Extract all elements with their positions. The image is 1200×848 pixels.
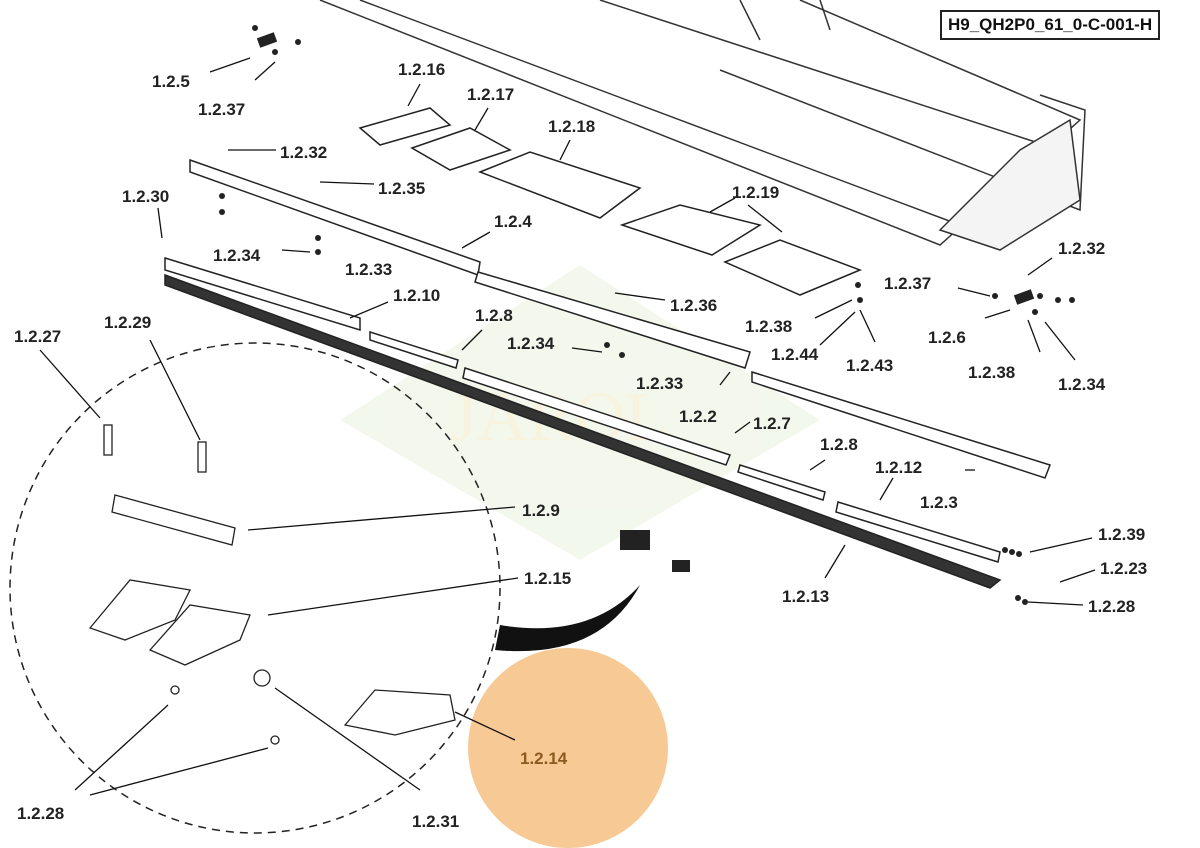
callout-1-2-7[interactable]: 1.2.7: [753, 414, 791, 433]
header-frame: [319, 0, 1086, 251]
callout-1-2-29[interactable]: 1.2.29: [104, 313, 152, 332]
callout-1-2-6[interactable]: 1.2.6: [928, 328, 966, 347]
callout-1-2-15[interactable]: 1.2.15: [524, 569, 572, 588]
detail-arrow: [495, 585, 640, 652]
drawing-code: H9_QH2P0_61_0-C-001-H: [940, 10, 1161, 40]
callout-1-2-34[interactable]: 1.2.34: [213, 246, 261, 265]
detail-parts: [88, 424, 456, 745]
callout-1-2-2[interactable]: 1.2.2: [679, 407, 717, 426]
callout-1-2-28[interactable]: 1.2.28: [17, 804, 65, 823]
panels: [358, 107, 863, 296]
leader-lines: [39, 57, 1096, 796]
callout-1-2-14-highlighted[interactable]: 1.2.14: [520, 749, 568, 768]
callout-1-2-13[interactable]: 1.2.13: [782, 587, 830, 606]
callout-1-2-39[interactable]: 1.2.39: [1098, 525, 1146, 544]
callout-1-2-33[interactable]: 1.2.33: [345, 260, 393, 279]
callout-1-2-34[interactable]: 1.2.34: [1058, 375, 1106, 394]
knife: [164, 256, 1002, 589]
callout-1-2-3[interactable]: 1.2.3: [920, 493, 958, 512]
callout-1-2-33[interactable]: 1.2.33: [636, 374, 684, 393]
callout-1-2-30[interactable]: 1.2.30: [122, 187, 170, 206]
callout-1-2-43[interactable]: 1.2.43: [846, 356, 894, 375]
callout-1-2-12[interactable]: 1.2.12: [875, 458, 923, 477]
callout-1-2-31[interactable]: 1.2.31: [412, 812, 460, 831]
callout-1-2-5[interactable]: 1.2.5: [152, 72, 190, 91]
callout-1-2-37[interactable]: 1.2.37: [198, 100, 246, 119]
callout-1-2-28[interactable]: 1.2.28: [1088, 597, 1136, 616]
callout-1-2-32[interactable]: 1.2.32: [1058, 239, 1106, 258]
callout-1-2-9[interactable]: 1.2.9: [522, 501, 560, 520]
callout-1-2-17[interactable]: 1.2.17: [467, 85, 515, 104]
detail-circle: [9, 342, 501, 834]
callout-1-2-38[interactable]: 1.2.38: [968, 363, 1016, 382]
callout-1-2-10[interactable]: 1.2.10: [393, 286, 441, 305]
callout-1-2-18[interactable]: 1.2.18: [548, 117, 596, 136]
callout-1-2-36[interactable]: 1.2.36: [670, 296, 718, 315]
callout-1-2-32[interactable]: 1.2.32: [280, 143, 328, 162]
callout-1-2-34[interactable]: 1.2.34: [507, 334, 555, 353]
callout-1-2-37[interactable]: 1.2.37: [884, 274, 932, 293]
callout-1-2-35[interactable]: 1.2.35: [378, 179, 426, 198]
hardware: [219, 25, 1075, 605]
callout-1-2-8[interactable]: 1.2.8: [820, 435, 858, 454]
angle-bars: [189, 158, 1051, 479]
callout-1-2-8[interactable]: 1.2.8: [475, 306, 513, 325]
callout-1-2-44[interactable]: 1.2.44: [771, 345, 819, 364]
callout-1-2-23[interactable]: 1.2.23: [1100, 559, 1148, 578]
callout-1-2-27[interactable]: 1.2.27: [14, 327, 62, 346]
callout-1-2-38[interactable]: 1.2.38: [745, 317, 793, 336]
callout-1-2-19[interactable]: 1.2.19: [732, 183, 780, 202]
callout-1-2-4[interactable]: 1.2.4: [494, 212, 532, 231]
highlight-circle: [468, 648, 668, 848]
callout-1-2-16[interactable]: 1.2.16: [398, 60, 446, 79]
